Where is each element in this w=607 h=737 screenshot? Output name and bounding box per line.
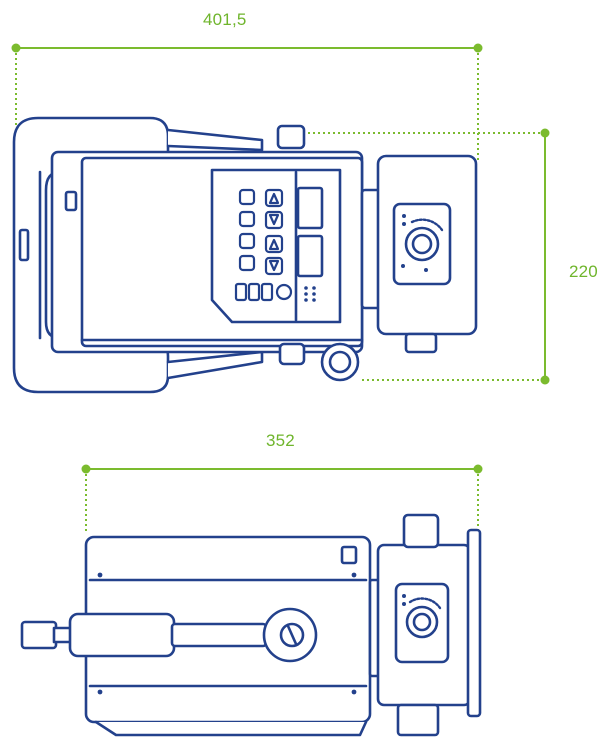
dim-dot xyxy=(473,43,483,53)
motor-foot xyxy=(404,332,438,354)
dim-dot xyxy=(473,464,483,474)
dimension-lines xyxy=(15,47,546,533)
key xyxy=(234,282,248,302)
side-base xyxy=(94,720,368,737)
dial-marks xyxy=(401,214,428,272)
round-key xyxy=(275,283,293,301)
side-indicator xyxy=(340,545,358,565)
side-motor-top-cap xyxy=(402,513,440,549)
display-top xyxy=(296,186,324,230)
handle-arm-bottom xyxy=(166,350,264,380)
key-row xyxy=(234,282,293,302)
button-column xyxy=(238,188,256,272)
dial-knob-center xyxy=(411,233,433,255)
side-view xyxy=(20,513,482,737)
side-motor-foot xyxy=(396,703,440,737)
arrow-down-icon xyxy=(268,213,280,226)
top-width-label: 401,5 xyxy=(203,10,247,29)
side-handle-grip xyxy=(68,612,176,658)
panel-button xyxy=(238,232,256,250)
dim-dot xyxy=(540,375,550,385)
key xyxy=(260,282,274,302)
wheel-hub xyxy=(328,350,352,374)
dim-dot xyxy=(11,43,21,53)
side-handle-rod xyxy=(170,622,268,648)
side-screws xyxy=(97,572,357,695)
side-motor-edge xyxy=(466,528,482,718)
panel-button xyxy=(238,188,256,206)
side-clip xyxy=(64,190,78,212)
side-width-label: 352 xyxy=(266,431,295,450)
indicator-dots xyxy=(304,286,316,302)
arrow-up-icon xyxy=(268,192,280,205)
bottom-hinge xyxy=(278,342,306,366)
side-dial-center xyxy=(412,612,432,632)
top-hinge xyxy=(276,124,306,150)
side-dial-scale xyxy=(408,597,442,610)
arrow-down-icon xyxy=(268,259,280,272)
handle-arm-top xyxy=(166,128,264,152)
arrow-buttons xyxy=(264,188,284,276)
top-view xyxy=(12,116,478,394)
pivot-slot xyxy=(286,624,298,646)
dial-scale xyxy=(410,218,444,232)
panel-button xyxy=(238,254,256,272)
height-label: 220 xyxy=(569,262,598,281)
side-dial-marks xyxy=(402,594,406,606)
arrow-up-icon xyxy=(268,238,280,251)
dim-dot xyxy=(81,464,91,474)
side-latch xyxy=(18,228,30,262)
display-bottom xyxy=(296,234,324,278)
panel-button xyxy=(238,210,256,228)
dimension-endpoints xyxy=(11,43,550,474)
key xyxy=(247,282,261,302)
dim-dot xyxy=(540,128,550,138)
side-handle-end xyxy=(20,620,58,650)
